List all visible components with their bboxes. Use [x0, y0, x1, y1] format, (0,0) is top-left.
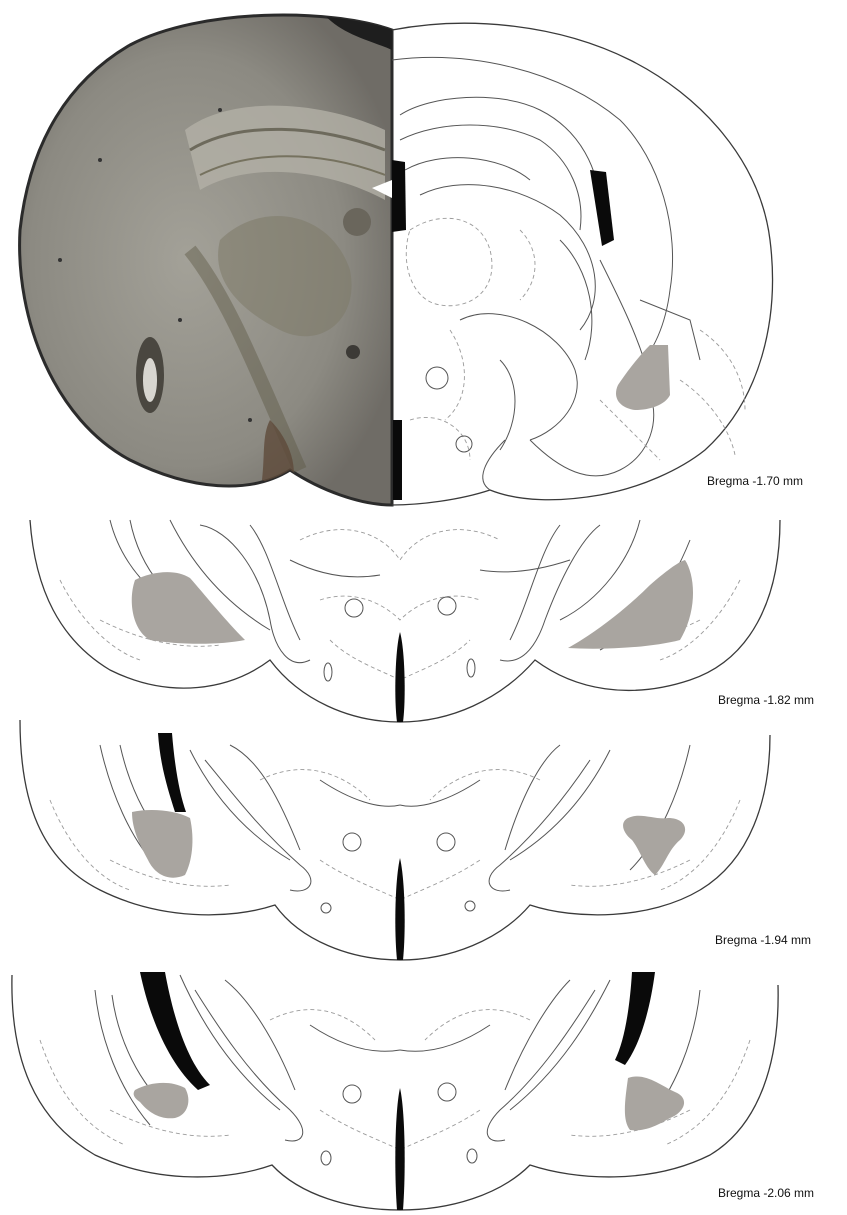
ventricle-lateral-4-right [615, 972, 655, 1065]
panel-bregma-1-70 [20, 9, 773, 505]
atlas-hemisphere-1 [392, 23, 772, 505]
ventricle-lateral-4-left [140, 972, 210, 1090]
panel-bregma-2-06 [12, 972, 778, 1210]
bregma-label-2: Bregma -1.82 mm [718, 693, 814, 707]
lesion-area-3-right [623, 816, 685, 875]
ventricle-lateral-3 [158, 733, 186, 812]
bregma-label-1: Bregma -1.70 mm [707, 474, 803, 488]
lesion-area-3-left [132, 810, 192, 878]
bregma-label-4: Bregma -2.06 mm [718, 1186, 814, 1200]
lesion-area-1 [616, 345, 670, 410]
panel-bregma-1-82 [30, 520, 780, 722]
lesion-area-4-left [134, 1083, 189, 1118]
ventricle-lateral-1 [590, 170, 614, 246]
histology-section-photo [20, 9, 392, 505]
lesion-area-4-right [625, 1076, 684, 1130]
bregma-label-3: Bregma -1.94 mm [715, 933, 811, 947]
ventricle-left-1 [392, 160, 406, 232]
panel-bregma-1-94 [20, 720, 770, 960]
ventricle-midline-3 [395, 858, 404, 960]
ventricle-midline-1 [393, 420, 402, 500]
lesion-area-2-right [568, 560, 693, 649]
ventricle-midline-2 [395, 632, 404, 722]
ventricle-midline-4 [395, 1088, 404, 1210]
lesion-area-2-left [132, 572, 245, 644]
